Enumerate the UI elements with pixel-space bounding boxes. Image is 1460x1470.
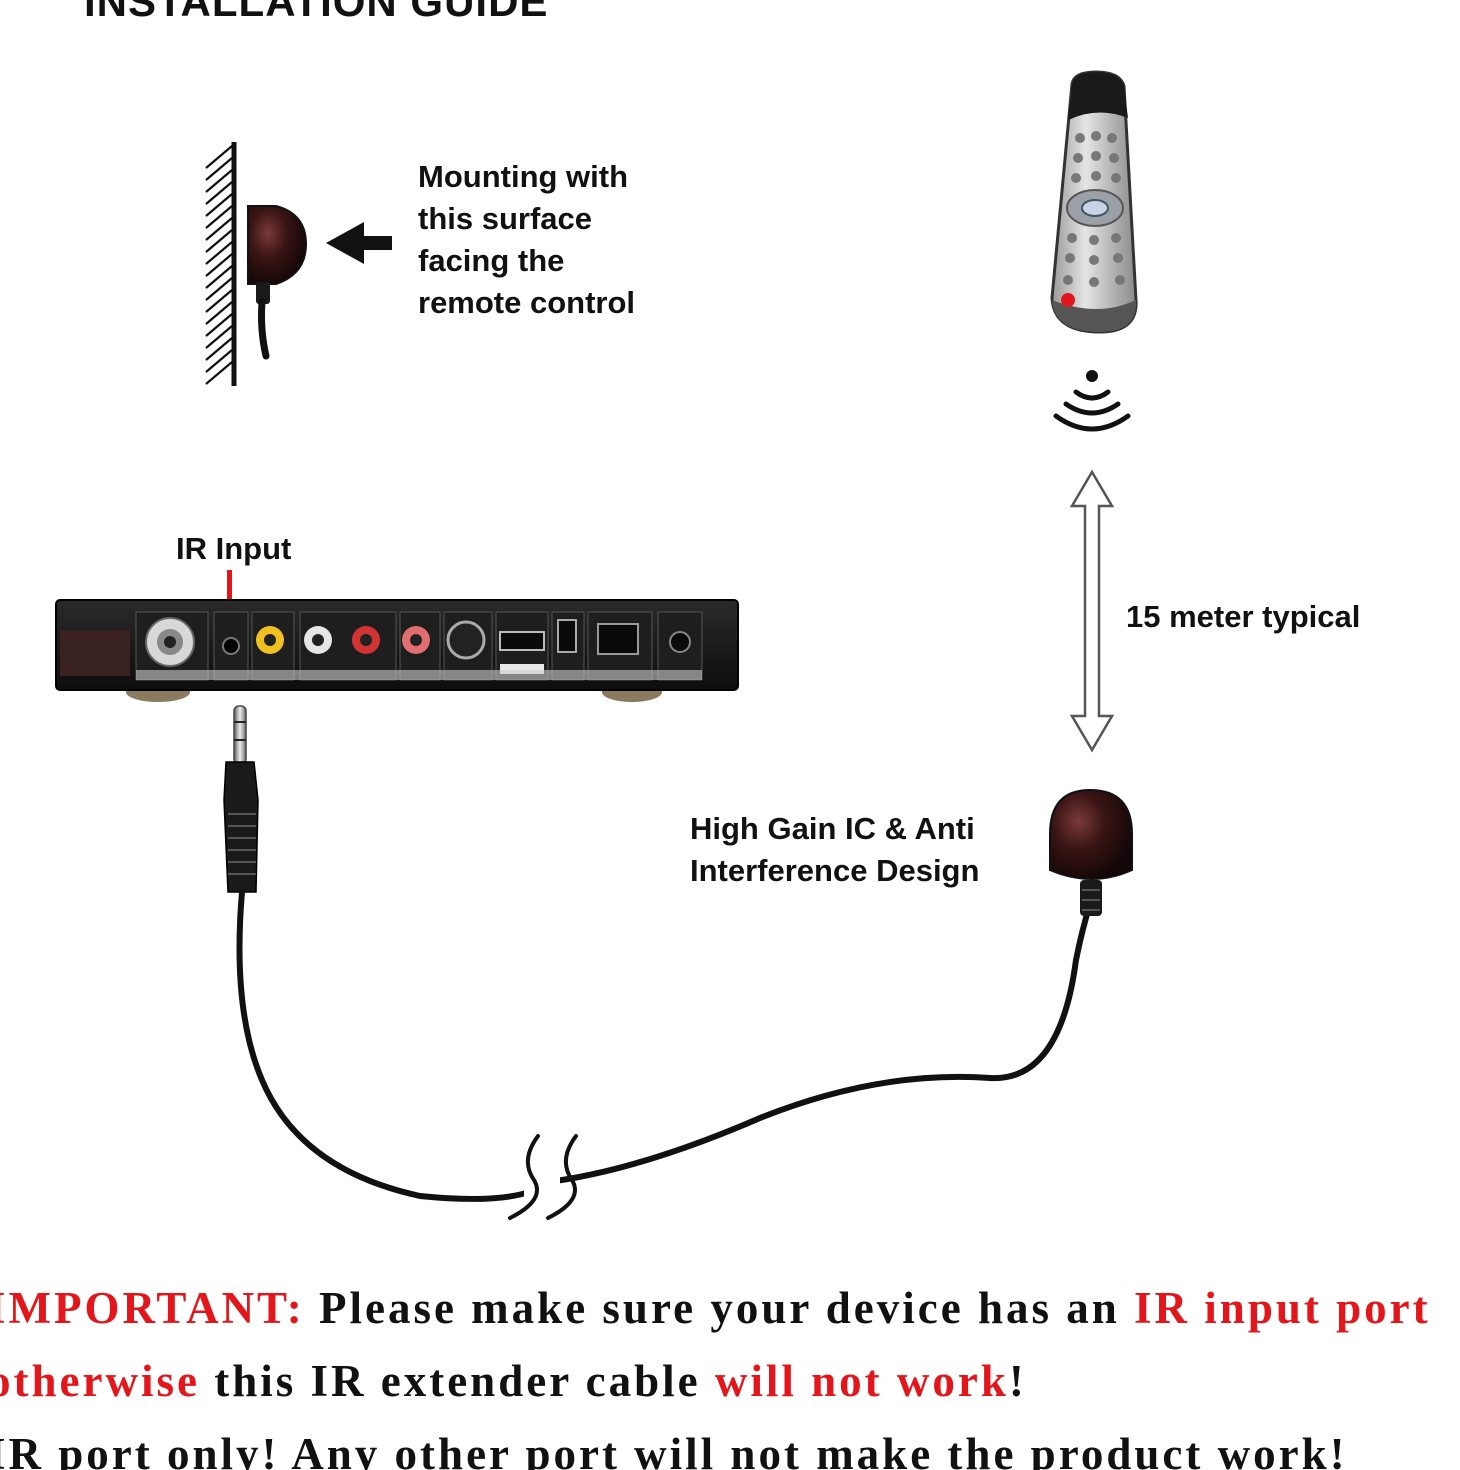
notice-line-2: otherwise this IR extender cable will no… [0, 1353, 1027, 1409]
sensor-note-line: High Gain IC & Anti [690, 811, 975, 846]
notice-text: Please make sure your device has an [304, 1283, 1135, 1333]
mounting-note-line: this surface [418, 201, 593, 236]
double-arrow-icon [1069, 469, 1115, 753]
notice-line-1: IMPORTANT: Please make sure your device … [0, 1280, 1431, 1336]
set-top-box-icon [55, 599, 739, 702]
mounting-note-line: facing the [418, 243, 565, 278]
ir-receiver-icon [247, 205, 308, 360]
page-title: INSTALLATION GUIDE [84, 0, 549, 25]
notice-text: ! [1008, 1356, 1027, 1406]
mounting-note-line: Mounting with [418, 159, 629, 194]
ir-sensor-icon [1049, 788, 1133, 916]
notice-important-label: IMPORTANT: [0, 1283, 305, 1333]
sensor-note: High Gain IC & Anti Interference Design [690, 808, 979, 892]
wall-hatching-icon [205, 142, 237, 386]
notice-highlight: otherwise [0, 1356, 200, 1406]
mounting-note: Mounting with this surface facing the re… [418, 156, 635, 324]
audio-jack-icon [223, 705, 259, 893]
extender-cable [236, 889, 1093, 1202]
ir-signal-icon [1053, 370, 1131, 432]
ir-input-label: IR Input [176, 531, 292, 566]
notice-line-3: IR port only! Any other port will not ma… [0, 1429, 1348, 1470]
notice-highlight: will not work [714, 1356, 1009, 1406]
arrow-left-icon [326, 222, 392, 264]
notice-text: this IR extender cable [199, 1356, 715, 1406]
distance-label: 15 meter typical [1126, 599, 1361, 634]
mounting-note-line: remote control [418, 285, 636, 320]
cable-break-icon [508, 1134, 578, 1220]
sensor-note-line: Interference Design [690, 853, 980, 888]
notice-highlight: IR input port [1134, 1283, 1431, 1333]
remote-control-icon [1050, 70, 1138, 334]
